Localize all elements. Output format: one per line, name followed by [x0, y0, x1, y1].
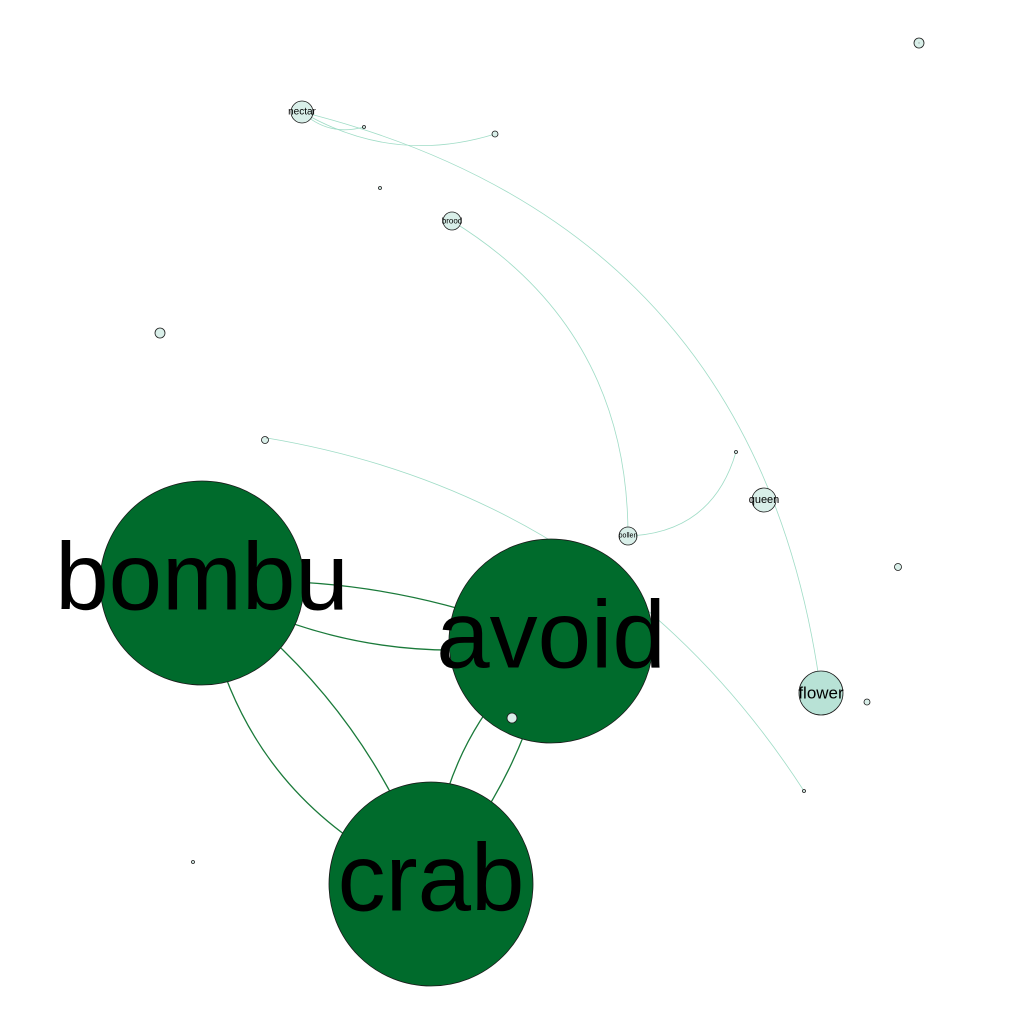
- node-circle-brood: [442, 211, 462, 231]
- node-circle-pollen: [618, 526, 638, 546]
- node-circle-crab: [328, 781, 534, 987]
- node-n_a: [154, 327, 166, 339]
- node-circle-n_d: [378, 186, 382, 190]
- node-label-bombu: bombu: [55, 524, 349, 631]
- node-crab: crab: [328, 781, 534, 987]
- node-flower: flower: [798, 670, 844, 716]
- node-n_i: [863, 698, 871, 706]
- node-avoid: avoid: [436, 538, 666, 744]
- node-circle-nectar: [290, 100, 314, 124]
- node-label-nectar: nectar: [288, 107, 316, 118]
- node-circle-bombu: [99, 480, 305, 686]
- node-circle-n_h: [894, 563, 902, 571]
- node-circle-n_a: [154, 327, 166, 339]
- node-n_c: [362, 125, 366, 129]
- node-circle-queen: [751, 487, 777, 513]
- node-n_b: [491, 130, 499, 138]
- node-label-crab: crab: [338, 825, 525, 932]
- node-n_d: [378, 186, 382, 190]
- node-n_k: [802, 789, 806, 793]
- node-circle-n_i: [863, 698, 871, 706]
- edge-pollen-n_g: [627, 451, 737, 537]
- node-n_e: [261, 436, 269, 444]
- edge-nectar-flower: [301, 111, 822, 694]
- node-circle-n_g: [734, 450, 738, 454]
- node-pollen: pollen: [618, 526, 638, 546]
- node-n_j: [506, 712, 518, 724]
- node-circle-avoid: [448, 538, 654, 744]
- node-label-avoid: avoid: [436, 582, 666, 689]
- node-label-flower: flower: [798, 684, 844, 703]
- node-layer: bombu avoid crab nectar brood queen flower poll…: [55, 37, 925, 987]
- node-label-queen: queen: [749, 494, 780, 506]
- edge-nectar-n_b: [301, 111, 496, 146]
- node-circle-n_b: [491, 130, 499, 138]
- edge-layer: [201, 111, 822, 885]
- node-circle-n_l: [191, 860, 195, 864]
- node-bombu: bombu: [55, 480, 349, 686]
- node-brood: brood: [442, 211, 462, 231]
- node-nectar: nectar: [288, 100, 317, 124]
- node-circle-n_c: [362, 125, 366, 129]
- node-circle-flower: [798, 670, 844, 716]
- node-n_l: [191, 860, 195, 864]
- node-label-pollen: pollen: [619, 533, 638, 540]
- node-n_h: [894, 563, 902, 571]
- node-circle-n_k: [802, 789, 806, 793]
- node-circle-n_j: [506, 712, 518, 724]
- edge-brood-pollen: [451, 220, 629, 537]
- node-label-brood: brood: [442, 217, 462, 226]
- node-queen: queen: [749, 487, 780, 513]
- node-circle-n_e: [261, 436, 269, 444]
- node-n_g: [734, 450, 738, 454]
